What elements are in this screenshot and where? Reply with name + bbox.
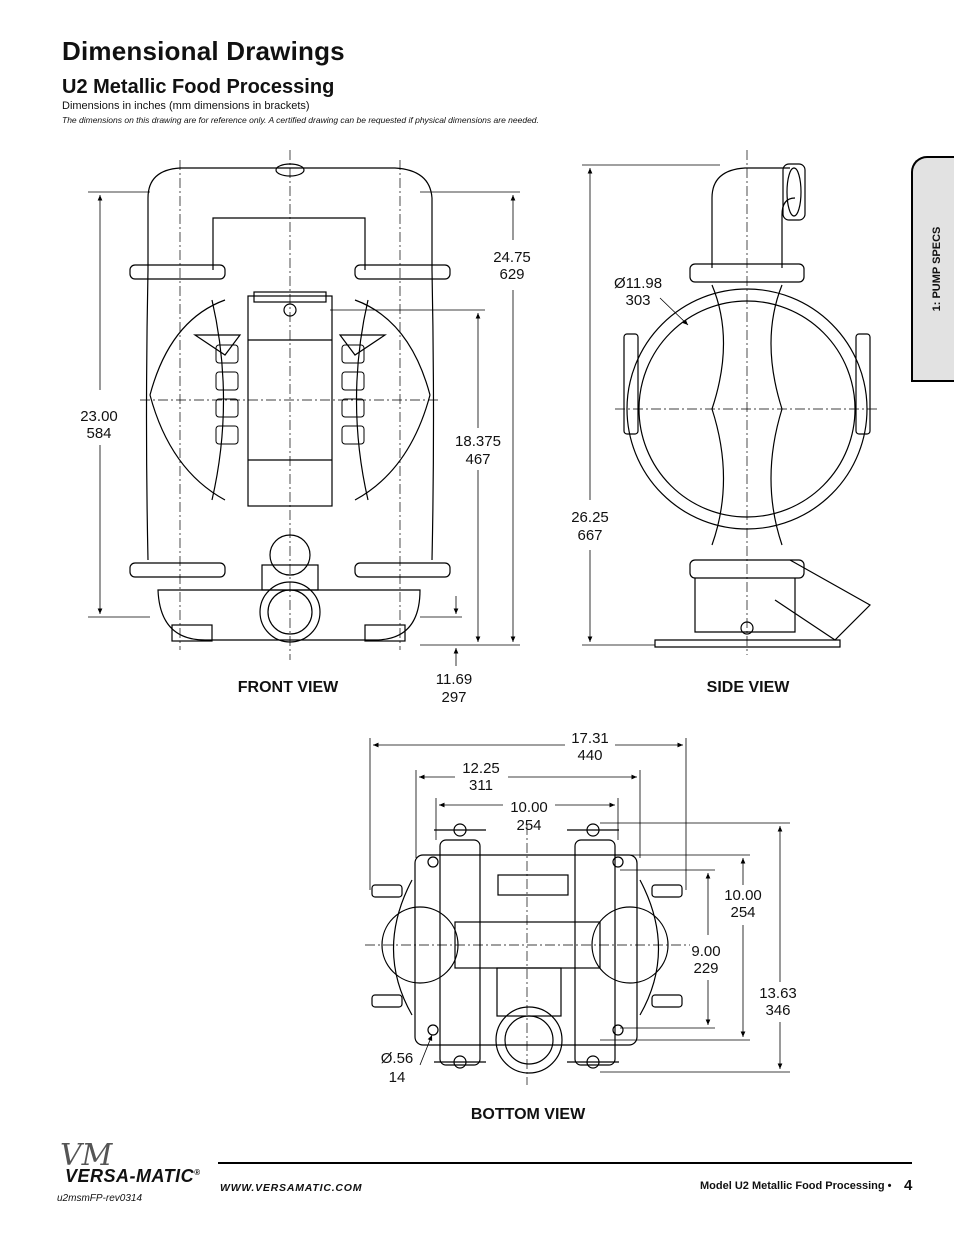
dim-bottom-depth-inner-in: 9.00	[691, 943, 720, 960]
dim-front-total-height-mm: 629	[499, 266, 524, 283]
footer-divider	[218, 1162, 912, 1164]
page-subtitle: U2 Metallic Food Processing	[62, 76, 335, 98]
dim-front-inlet-height-mm: 297	[441, 689, 466, 706]
dim-bottom-bolt-spacing-mm: 254	[516, 817, 541, 834]
footer-model: Model U2 Metallic Food Processing •	[700, 1180, 892, 1192]
section-tab[interactable]: 1: PUMP SPECS	[911, 156, 954, 382]
dim-front-center-height-in: 18.375	[455, 433, 501, 450]
bottom-dimension-lines	[369, 738, 790, 1073]
disclaimer: The dimensions on this drawing are for r…	[62, 115, 539, 125]
front-dimension-lines	[88, 191, 520, 666]
dim-bottom-total-depth-mm: 346	[765, 1002, 790, 1019]
brand-script-logo: VM	[60, 1138, 113, 1173]
website-link[interactable]: WWW.VERSAMATIC.COM	[220, 1182, 363, 1194]
dim-bottom-width-mid-in: 12.25	[462, 760, 500, 777]
dim-bottom-width-mid-mm: 311	[469, 777, 493, 794]
dimension-note: Dimensions in inches (mm dimensions in b…	[62, 100, 310, 112]
side-centerlines	[615, 150, 880, 655]
dim-bottom-depth-outer-in: 10.00	[724, 887, 762, 904]
dim-bottom-hole-diameter-in: Ø.56	[381, 1050, 414, 1067]
dim-front-inlet-height-in: 11.69	[436, 671, 472, 688]
dim-bottom-depth-inner-mm: 229	[693, 960, 718, 977]
front-view-label: FRONT VIEW	[238, 679, 339, 696]
side-dimension-lines	[582, 164, 720, 646]
dim-side-diameter-mm: 303	[625, 292, 650, 309]
dim-front-body-height-mm: 584	[86, 425, 111, 442]
bottom-view-label: BOTTOM VIEW	[471, 1106, 586, 1123]
page-title: Dimensional Drawings	[62, 36, 345, 66]
dim-bottom-hole-diameter-mm: 14	[389, 1069, 406, 1086]
dim-bottom-overall-width-mm: 440	[577, 747, 602, 764]
dim-bottom-bolt-spacing-in: 10.00	[510, 799, 548, 816]
dim-front-total-height-in: 24.75	[493, 249, 531, 266]
front-centerlines	[140, 150, 440, 660]
side-view-label: SIDE VIEW	[707, 679, 791, 696]
dim-side-total-height-mm: 667	[577, 527, 602, 544]
dim-front-body-height-in: 23.00	[80, 408, 118, 425]
revision-code: u2msmFP-rev0314	[57, 1193, 143, 1204]
dim-bottom-overall-width-in: 17.31	[571, 730, 609, 747]
dim-side-total-height-in: 26.25	[571, 509, 609, 526]
dim-side-diameter-in: Ø11.98	[614, 275, 662, 292]
dim-bottom-depth-outer-mm: 254	[730, 904, 755, 921]
page-number: 4	[904, 1177, 913, 1194]
brand-logo: VERSA-MATIC®	[65, 1166, 201, 1187]
brand-name: VERSA-MATIC	[65, 1166, 195, 1186]
bottom-centerlines	[365, 825, 690, 1085]
dim-bottom-total-depth-in: 13.63	[759, 985, 797, 1002]
registered-mark: ®	[194, 1168, 201, 1177]
dim-front-center-height-mm: 467	[465, 451, 490, 468]
